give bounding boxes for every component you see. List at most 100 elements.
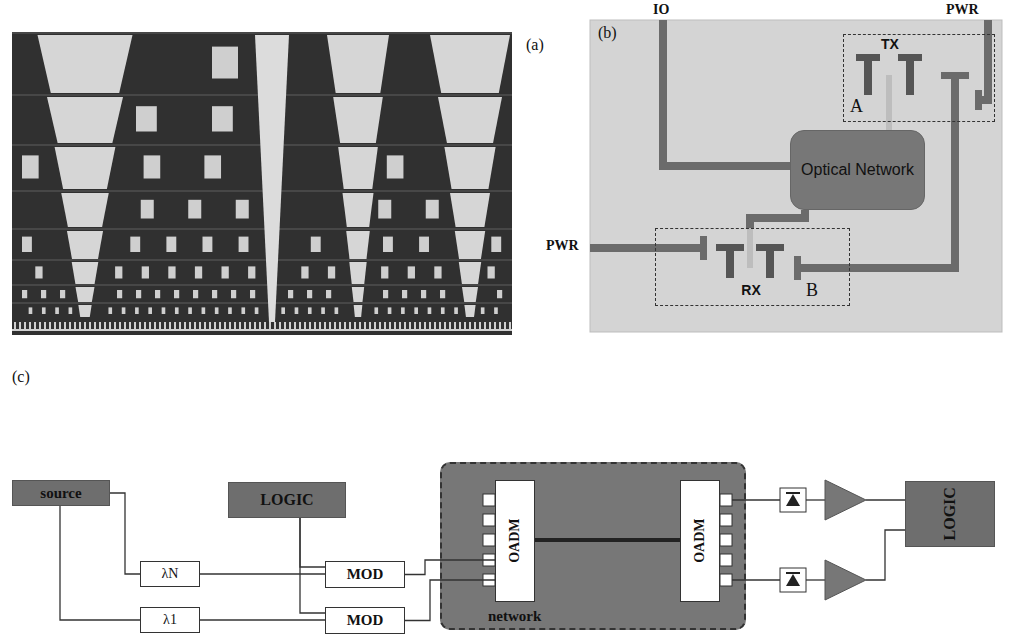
node-label: Optical Network (801, 161, 914, 179)
logic-box: LOGIC (228, 482, 346, 518)
contact-pillar (399, 322, 401, 330)
contact-pillar (194, 322, 196, 330)
metal-line (281, 307, 285, 314)
metal-via (430, 35, 510, 93)
optical-stub (747, 228, 753, 268)
contact-pillar (484, 322, 486, 330)
oadm-port (483, 514, 495, 526)
power-wire (590, 244, 700, 252)
contact-pillar (404, 322, 406, 330)
connector (300, 518, 325, 613)
dashed-region: TXA (843, 34, 995, 122)
network-block: Optical Network (790, 130, 925, 210)
contact-pillar (164, 322, 166, 330)
metal-line (212, 106, 233, 131)
photodiode-symbol (786, 494, 800, 506)
metal-line (428, 307, 432, 314)
metal-line (155, 290, 160, 298)
transmitter-stem (864, 60, 872, 95)
network-region: networkOADMOADM (440, 462, 746, 630)
dashed-region: RXB (655, 228, 850, 306)
node-label: LOGIC (941, 487, 959, 540)
contact-pillar (44, 322, 46, 330)
oadm-port (720, 574, 732, 586)
contact-pillar (384, 322, 386, 330)
signal-wire (866, 499, 905, 500)
node-label: source (40, 485, 81, 502)
metal-line (168, 266, 175, 278)
node-label: LOGIC (260, 491, 313, 509)
contact-pillar (309, 322, 311, 330)
component-box: MOD (325, 607, 405, 634)
metal-line (301, 266, 308, 278)
metal-line (491, 237, 501, 252)
contact-pillar (489, 322, 491, 330)
metal-line (241, 307, 245, 314)
metal-line (141, 200, 154, 219)
metal-via (444, 147, 495, 189)
metal-line (188, 307, 192, 314)
contact-pillar (369, 322, 371, 330)
contact-pillar (304, 322, 306, 330)
chip-layout (590, 20, 1002, 332)
metal-via (61, 193, 109, 227)
metal-line (248, 266, 255, 278)
panel-label: (b) (598, 24, 617, 42)
link-art (440, 462, 905, 630)
metal-line (408, 266, 415, 278)
contact-pillar (454, 322, 456, 330)
metal-via (450, 193, 490, 227)
metal-line (108, 307, 112, 314)
metal-line (222, 266, 229, 278)
metal-line (231, 290, 236, 298)
photodiode-symbol (786, 572, 800, 574)
node-label: RX (741, 283, 760, 298)
wire-terminal (794, 256, 801, 280)
receiver-bar (716, 244, 744, 251)
contact-pillar (459, 322, 461, 330)
connector (535, 538, 680, 542)
contact-pillar (349, 322, 351, 330)
metal-via (438, 97, 502, 143)
metal-line (42, 307, 46, 314)
metal-line (204, 155, 221, 178)
metal-via (346, 231, 370, 259)
contact-pillar (174, 322, 176, 330)
metal-line (188, 200, 201, 219)
transmitter-stem (906, 60, 914, 95)
contact-pillar (94, 322, 96, 330)
pin-label: PWR (546, 238, 579, 253)
metal-line (239, 237, 249, 252)
metal-line (481, 307, 485, 314)
metal-via (459, 262, 481, 284)
contact-pillar (109, 322, 111, 330)
metal-line (307, 290, 312, 298)
signal-wire (866, 530, 905, 580)
contact-pillar (279, 322, 281, 330)
component-box: λN (140, 561, 200, 587)
connector (300, 518, 325, 567)
metal-line (135, 307, 139, 314)
photodiode-symbol (780, 488, 806, 512)
metal-line (414, 307, 418, 314)
metal-line (142, 266, 149, 278)
contact-pillar (329, 322, 331, 330)
metal-line (35, 266, 42, 278)
wire-terminal (941, 72, 969, 79)
connector (405, 580, 495, 621)
contact-pillar (59, 322, 61, 330)
contact-pillar (144, 322, 146, 330)
connector (200, 573, 325, 574)
contact-pillar (464, 322, 466, 330)
oadm-port (483, 534, 495, 546)
contact-pillar (379, 322, 381, 330)
contact-pillar (289, 322, 291, 330)
node-label: λN (162, 566, 179, 581)
oadm-port (483, 494, 495, 506)
metal-line (488, 266, 495, 278)
oadm-port (720, 534, 732, 546)
metal-line (212, 290, 217, 298)
node-label: MOD (347, 612, 384, 629)
contact-pillar (159, 322, 161, 330)
metal-line (115, 266, 122, 278)
